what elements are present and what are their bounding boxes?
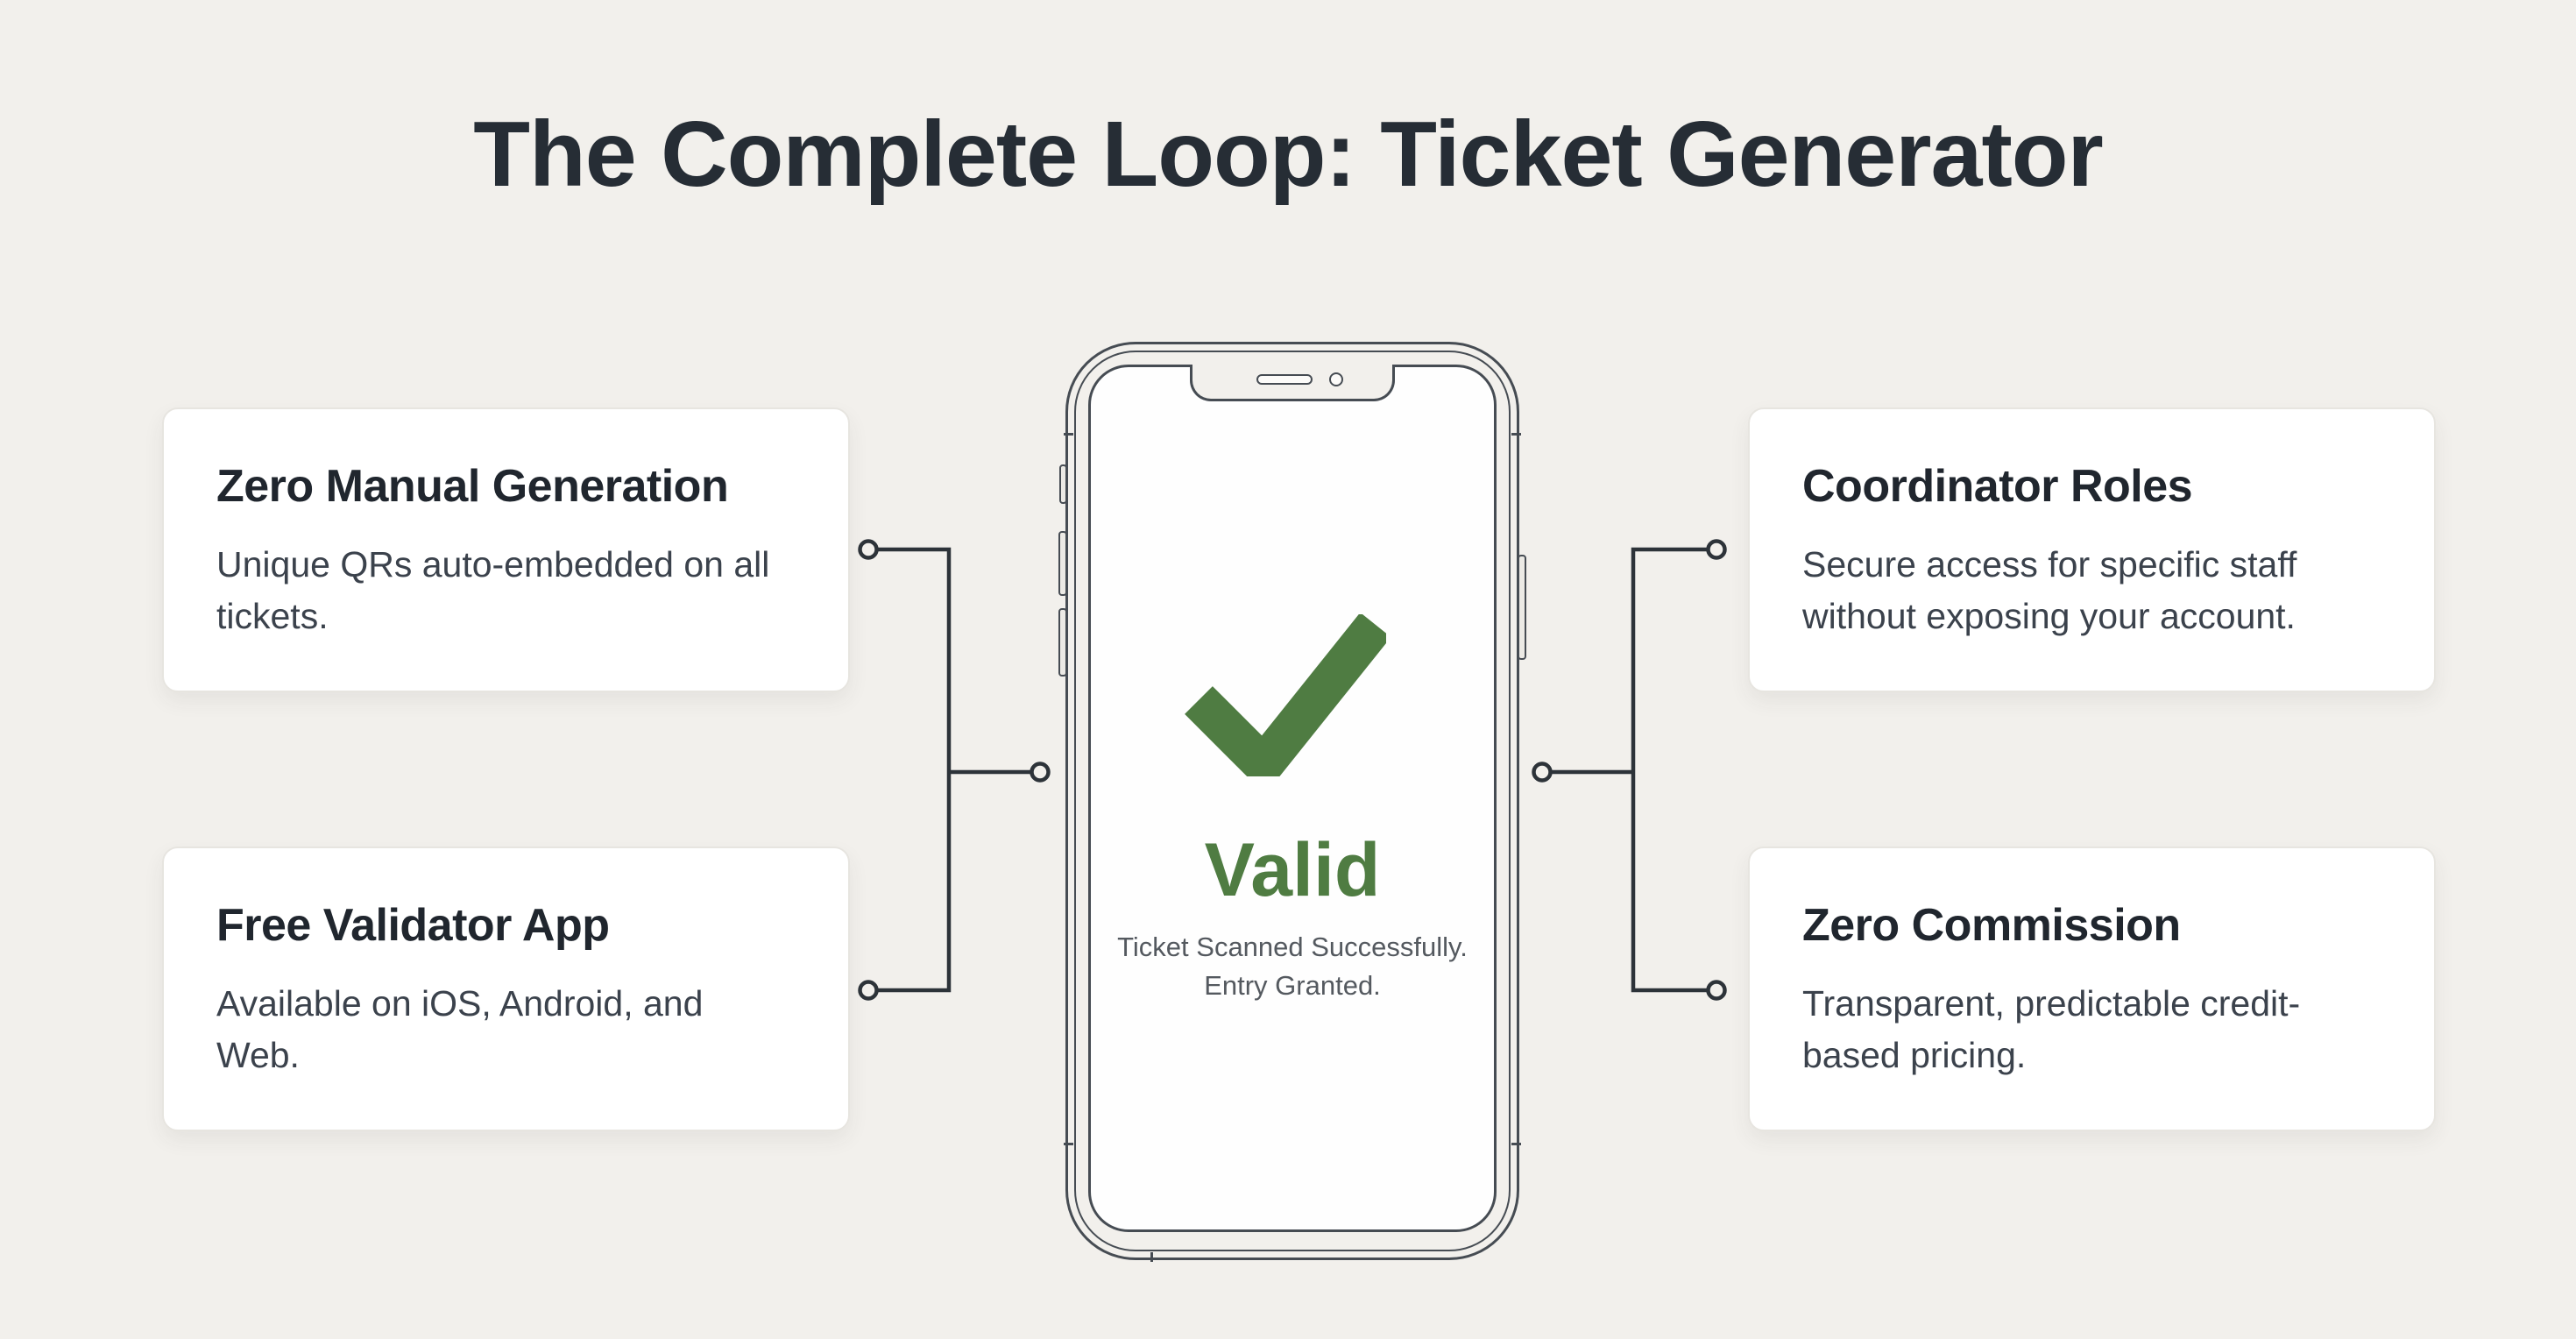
valid-status-label: Valid	[1204, 828, 1381, 912]
connector-right	[1532, 539, 1727, 1001]
connector-left	[858, 539, 1051, 1001]
connector-line	[877, 547, 952, 993]
camera-dot	[1329, 372, 1343, 386]
feature-card-zero-commission: Zero Commission Transparent, predictable…	[1748, 847, 2436, 1131]
page-title: The Complete Loop: Ticket Generator	[473, 103, 2104, 206]
connector-line	[1631, 547, 1708, 993]
status-message-line2: Entry Granted.	[1204, 970, 1381, 1002]
antenna-line	[1511, 433, 1521, 436]
phone-mockup: Valid Ticket Scanned Successfully. Entry…	[1058, 342, 1526, 1262]
antenna-line	[1511, 1143, 1521, 1145]
power-button	[1518, 555, 1526, 660]
checkmark-icon	[1185, 612, 1391, 795]
antenna-line	[1064, 433, 1073, 436]
connector-node	[858, 980, 879, 1001]
volume-down-button	[1058, 608, 1067, 677]
card-heading: Zero Commission	[1802, 900, 2181, 951]
speaker-grille	[1256, 374, 1313, 385]
status-message-line1: Ticket Scanned Successfully.	[1117, 932, 1468, 962]
card-heading: Coordinator Roles	[1802, 461, 2193, 512]
card-heading: Free Validator App	[216, 900, 610, 951]
connector-node	[1532, 762, 1553, 783]
mute-switch	[1059, 464, 1067, 504]
connector-node	[1706, 980, 1727, 1001]
antenna-line	[1064, 1143, 1073, 1145]
card-heading: Zero Manual Generation	[216, 461, 729, 512]
phone-outer-frame	[1065, 342, 1519, 1260]
feature-card-coordinator-roles: Coordinator Roles Secure access for spec…	[1748, 407, 2436, 692]
phone-screen: Valid Ticket Scanned Successfully. Entry…	[1088, 365, 1497, 1232]
card-body: Transparent, predictable credit-based pr…	[1802, 983, 2301, 1076]
connector-node	[1030, 762, 1051, 783]
feature-card-free-validator-app: Free Validator App Available on iOS, And…	[162, 847, 850, 1131]
card-body: Available on iOS, Android, and Web.	[216, 983, 704, 1076]
connector-node	[1706, 539, 1727, 560]
feature-card-zero-manual-generation: Zero Manual Generation Unique QRs auto-e…	[162, 407, 850, 692]
connector-node	[858, 539, 879, 560]
antenna-line	[1150, 1252, 1153, 1262]
phone-inner-frame	[1074, 351, 1511, 1251]
volume-up-button	[1058, 531, 1067, 596]
status-message: Ticket Scanned Successfully. Entry Grant…	[1091, 928, 1494, 1005]
phone-notch	[1190, 365, 1395, 401]
card-body: Unique QRs auto-embedded on all tickets.	[216, 544, 770, 637]
card-body: Secure access for specific staff without…	[1802, 544, 2297, 637]
